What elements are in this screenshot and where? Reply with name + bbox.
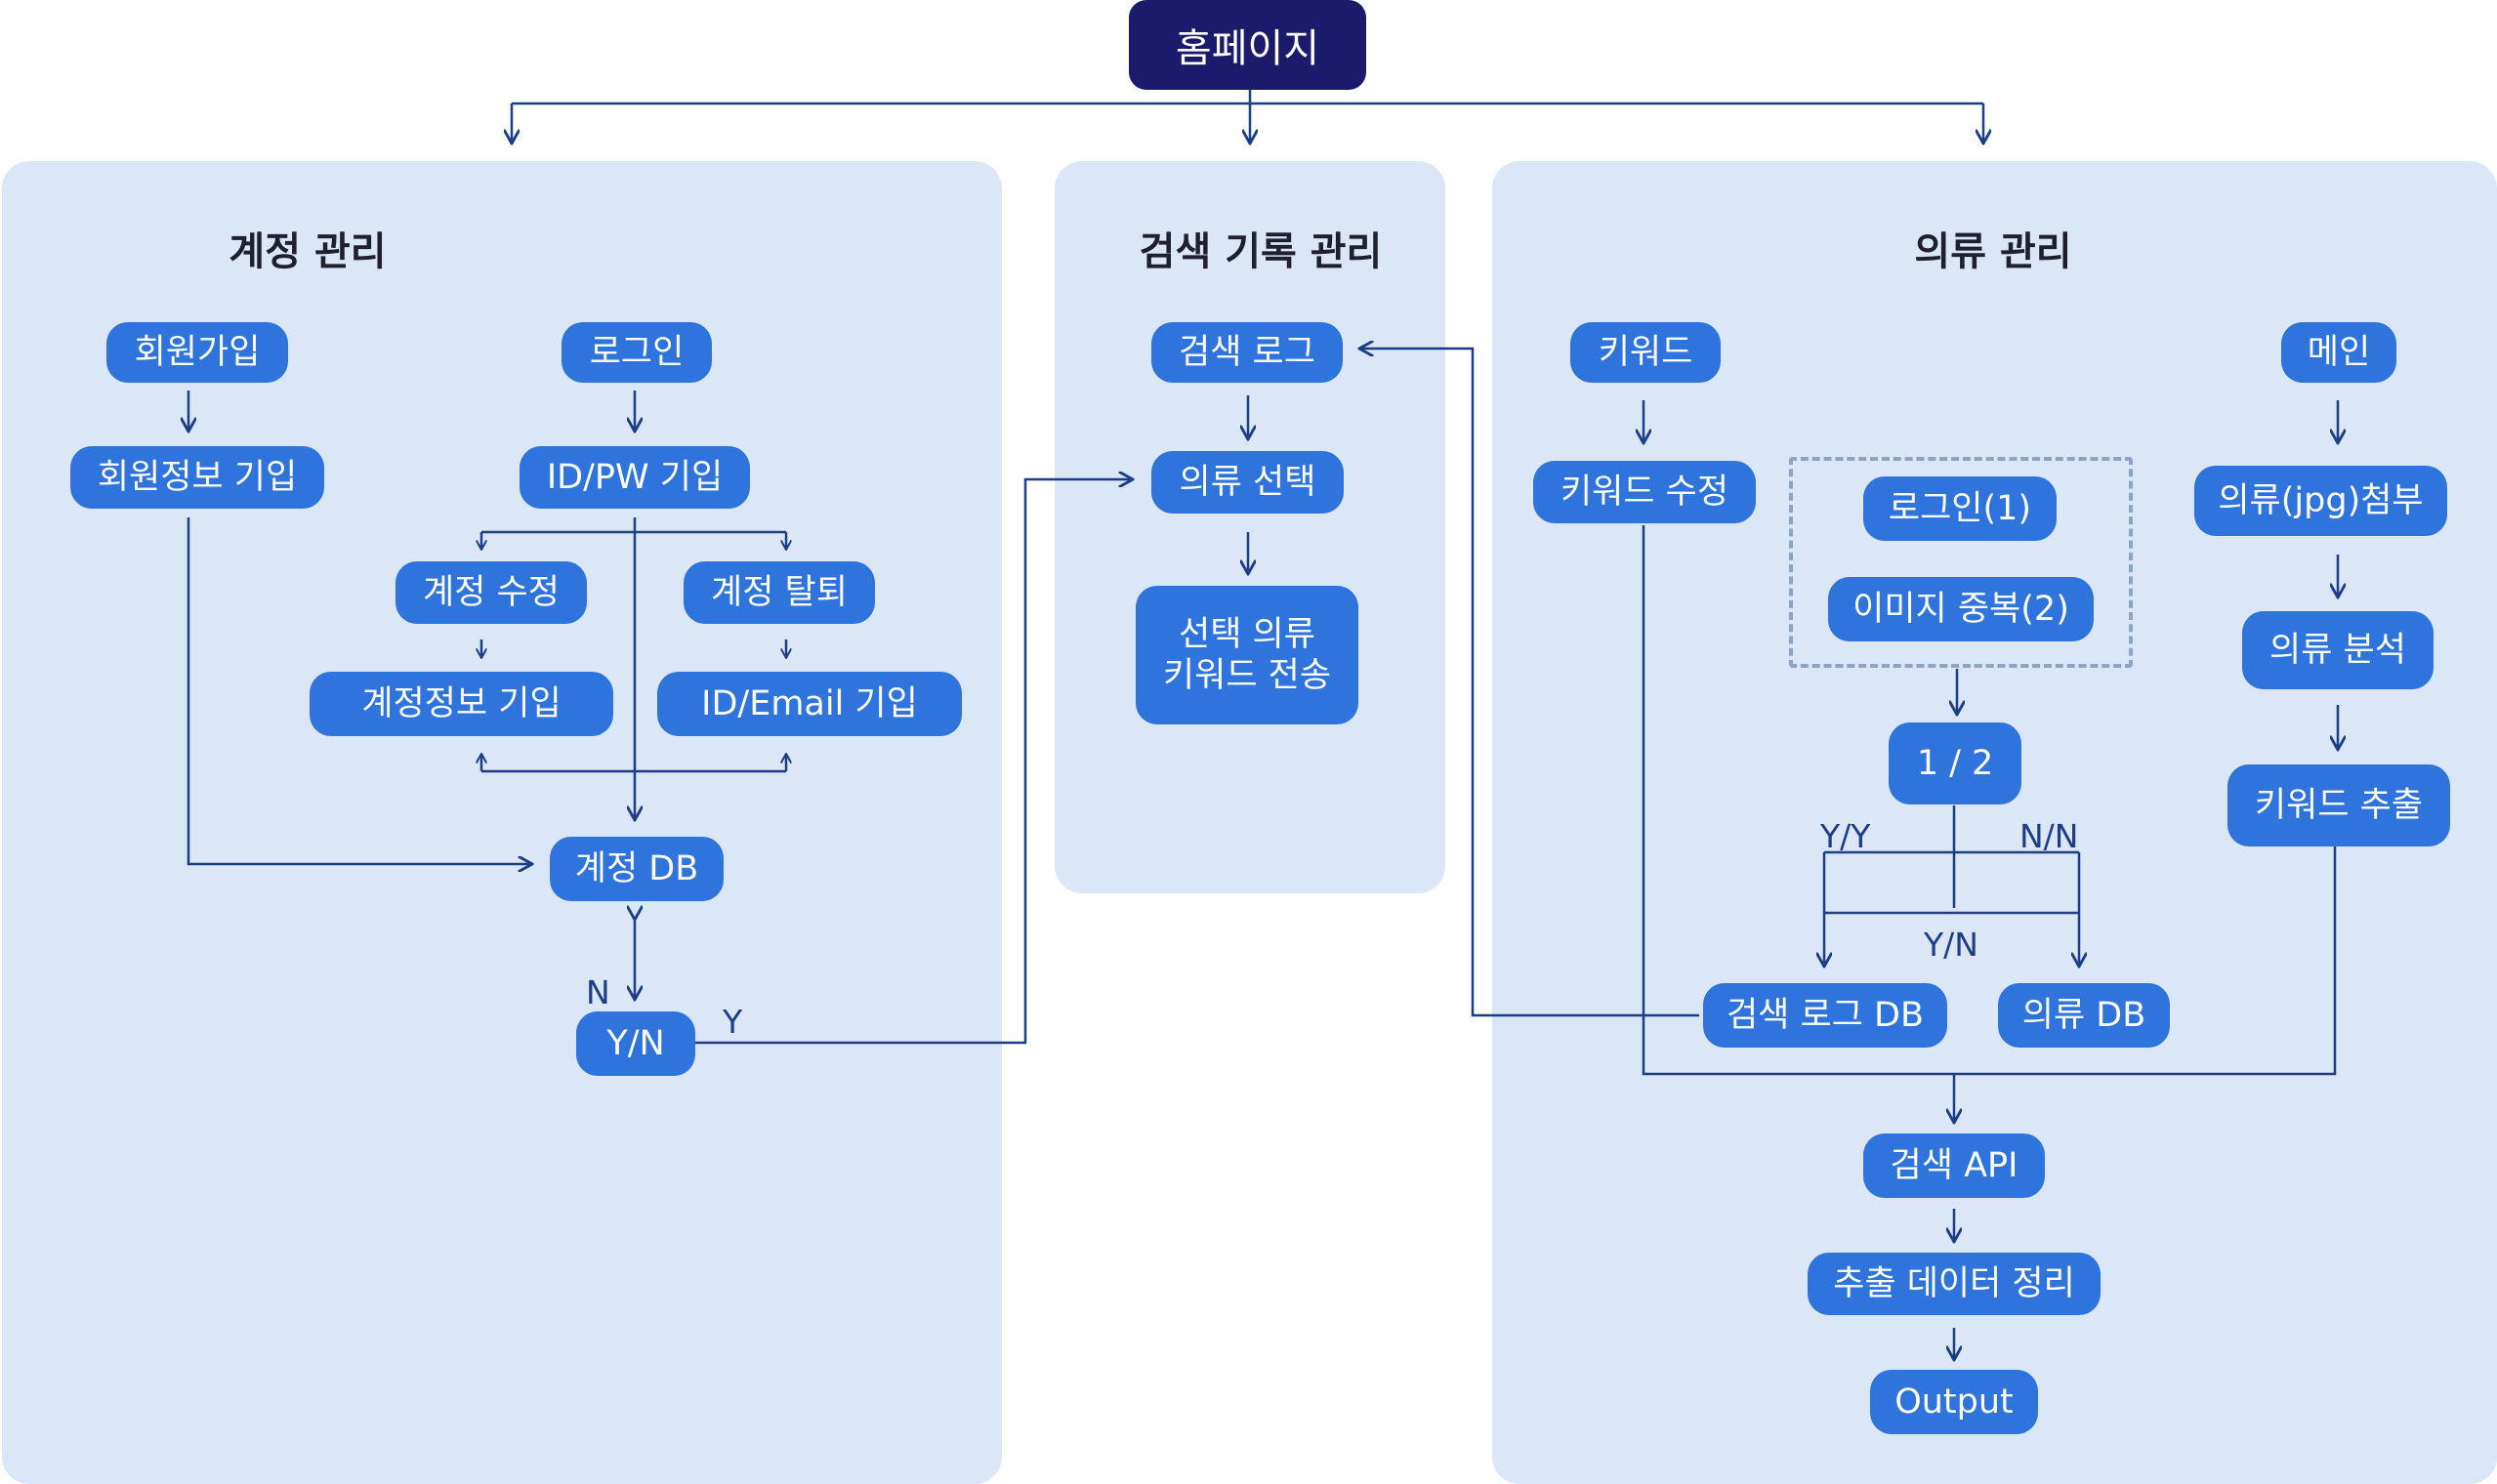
account-edit-node[interactable]: 계정 수정 [395,561,587,624]
clothing-db-node[interactable]: 의류 DB [1998,983,2170,1048]
keyword-node[interactable]: 키워드 [1570,322,1721,383]
main-node[interactable]: 메인 [2281,322,2396,383]
search-api-node[interactable]: 검색 API [1863,1134,2045,1198]
signup-info-node[interactable]: 회원정보 기입 [70,446,324,509]
clothing-analysis-node[interactable]: 의류 분석 [2242,611,2434,689]
signup-node[interactable]: 회원가입 [106,322,288,383]
account-withdraw-node[interactable]: 계정 탈퇴 [684,561,875,624]
search-log-node[interactable]: 검색 로그 [1151,322,1343,383]
account-db-node[interactable]: 계정 DB [550,837,724,901]
search-log-db-node[interactable]: 검색 로그 DB [1703,983,1947,1048]
search-panel-title: 검색 기록 관리 [1139,229,1383,274]
login-node[interactable]: 로그인 [562,322,712,383]
keyword-edit-node[interactable]: 키워드 수정 [1533,461,1756,523]
account-panel-title: 계정 관리 [229,229,387,274]
clothing-attach-node[interactable]: 의류(jpg)첨부 [2194,466,2447,536]
label-nn: N/N [2019,817,2079,855]
image-duplicate-node[interactable]: 이미지 중복(2) [1828,577,2094,641]
clothing-select-node[interactable]: 의류 선택 [1151,451,1344,514]
login-condition-node[interactable]: 로그인(1) [1863,476,2057,541]
search-history-panel [1055,161,1445,893]
clothing-panel-title: 의류 관리 [1914,229,2072,274]
condition-group-box [1789,457,2133,668]
id-pw-node[interactable]: ID/PW 기입 [520,446,750,509]
homepage-node[interactable]: 홈페이지 [1129,0,1366,90]
send-keyword-node[interactable]: 선택 의류 키워드 전송 [1136,586,1358,724]
yn-decision-node[interactable]: Y/N [576,1011,695,1076]
label-yy: Y/Y [1820,817,1871,855]
keyword-extract-node[interactable]: 키워드 추출 [2227,764,2450,846]
output-node[interactable]: Output [1870,1370,2038,1434]
data-clean-node[interactable]: 추출 데이터 정리 [1808,1253,2101,1315]
label-n: N [586,973,610,1011]
label-yn: Y/N [1924,926,1978,964]
ratio-node[interactable]: 1 / 2 [1889,722,2021,804]
send-keyword-line2: 키워드 전송 [1162,656,1332,695]
label-y: Y [723,1003,743,1041]
account-info-node[interactable]: 계정정보 기입 [310,672,613,736]
id-email-node[interactable]: ID/Email 기입 [657,672,962,736]
send-keyword-line1: 선택 의류 [1179,615,1315,654]
